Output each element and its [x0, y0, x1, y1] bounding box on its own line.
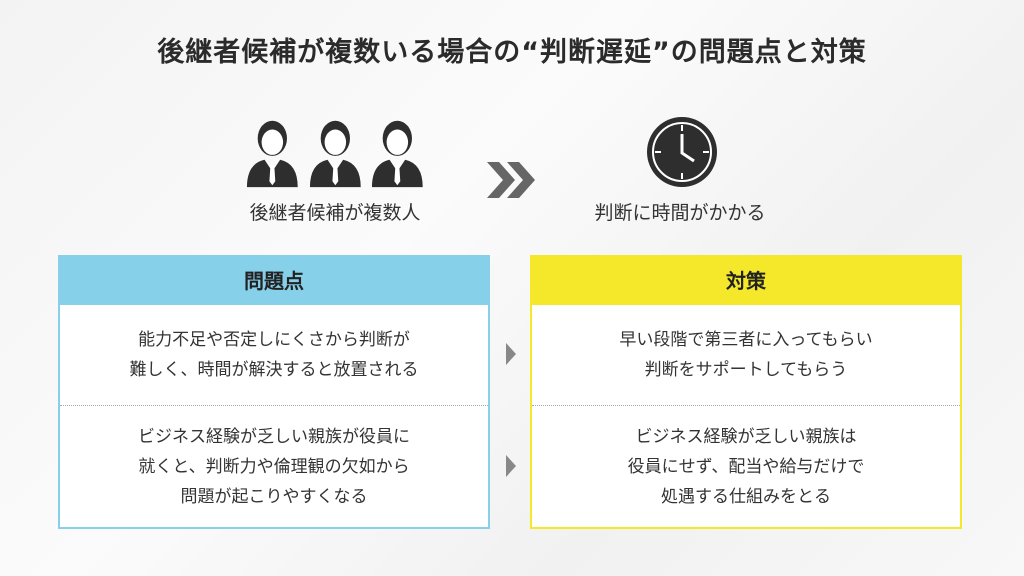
slide-title: 後継者候補が複数いる場合の“判断遅延”の問題点と対策	[157, 37, 867, 68]
problem-item: ビジネス経験が乏しい親族が役員に 就くと、判断力や倫理観の欠如から 問題が起こり…	[138, 427, 410, 507]
solution-item: ビジネス経験が乏しい親族は 役員にせず、配当や給与だけで 処遇する仕組みをとる	[627, 427, 865, 507]
candidates-label: 後継者候補が複数人	[249, 202, 421, 224]
arrow-right-icon	[506, 343, 516, 365]
person-icon	[372, 120, 424, 188]
clock-icon	[647, 117, 717, 187]
problems-header: 問題点	[60, 257, 488, 305]
successor-candidates-icon	[245, 116, 425, 188]
arrow-right-icon	[506, 455, 516, 477]
person-icon	[246, 120, 298, 188]
problems-panel: 問題点 能力不足や否定しにくさから判断が 難しく、時間が解決すると放置される ビ…	[58, 255, 490, 529]
double-chevron-icon	[487, 162, 535, 198]
person-icon	[309, 120, 361, 188]
delay-label: 判断に時間がかかる	[594, 202, 766, 224]
solutions-header: 対策	[532, 257, 960, 305]
problem-item: 能力不足や否定しにくさから判断が 難しく、時間が解決すると放置される	[60, 305, 488, 406]
solution-item: 早い段階で第三者に入ってもらい 判断をサポートしてもらう	[532, 305, 960, 406]
solutions-panel: 対策 早い段階で第三者に入ってもらい 判断をサポートしてもらう ビジネス経験が乏…	[530, 255, 962, 529]
